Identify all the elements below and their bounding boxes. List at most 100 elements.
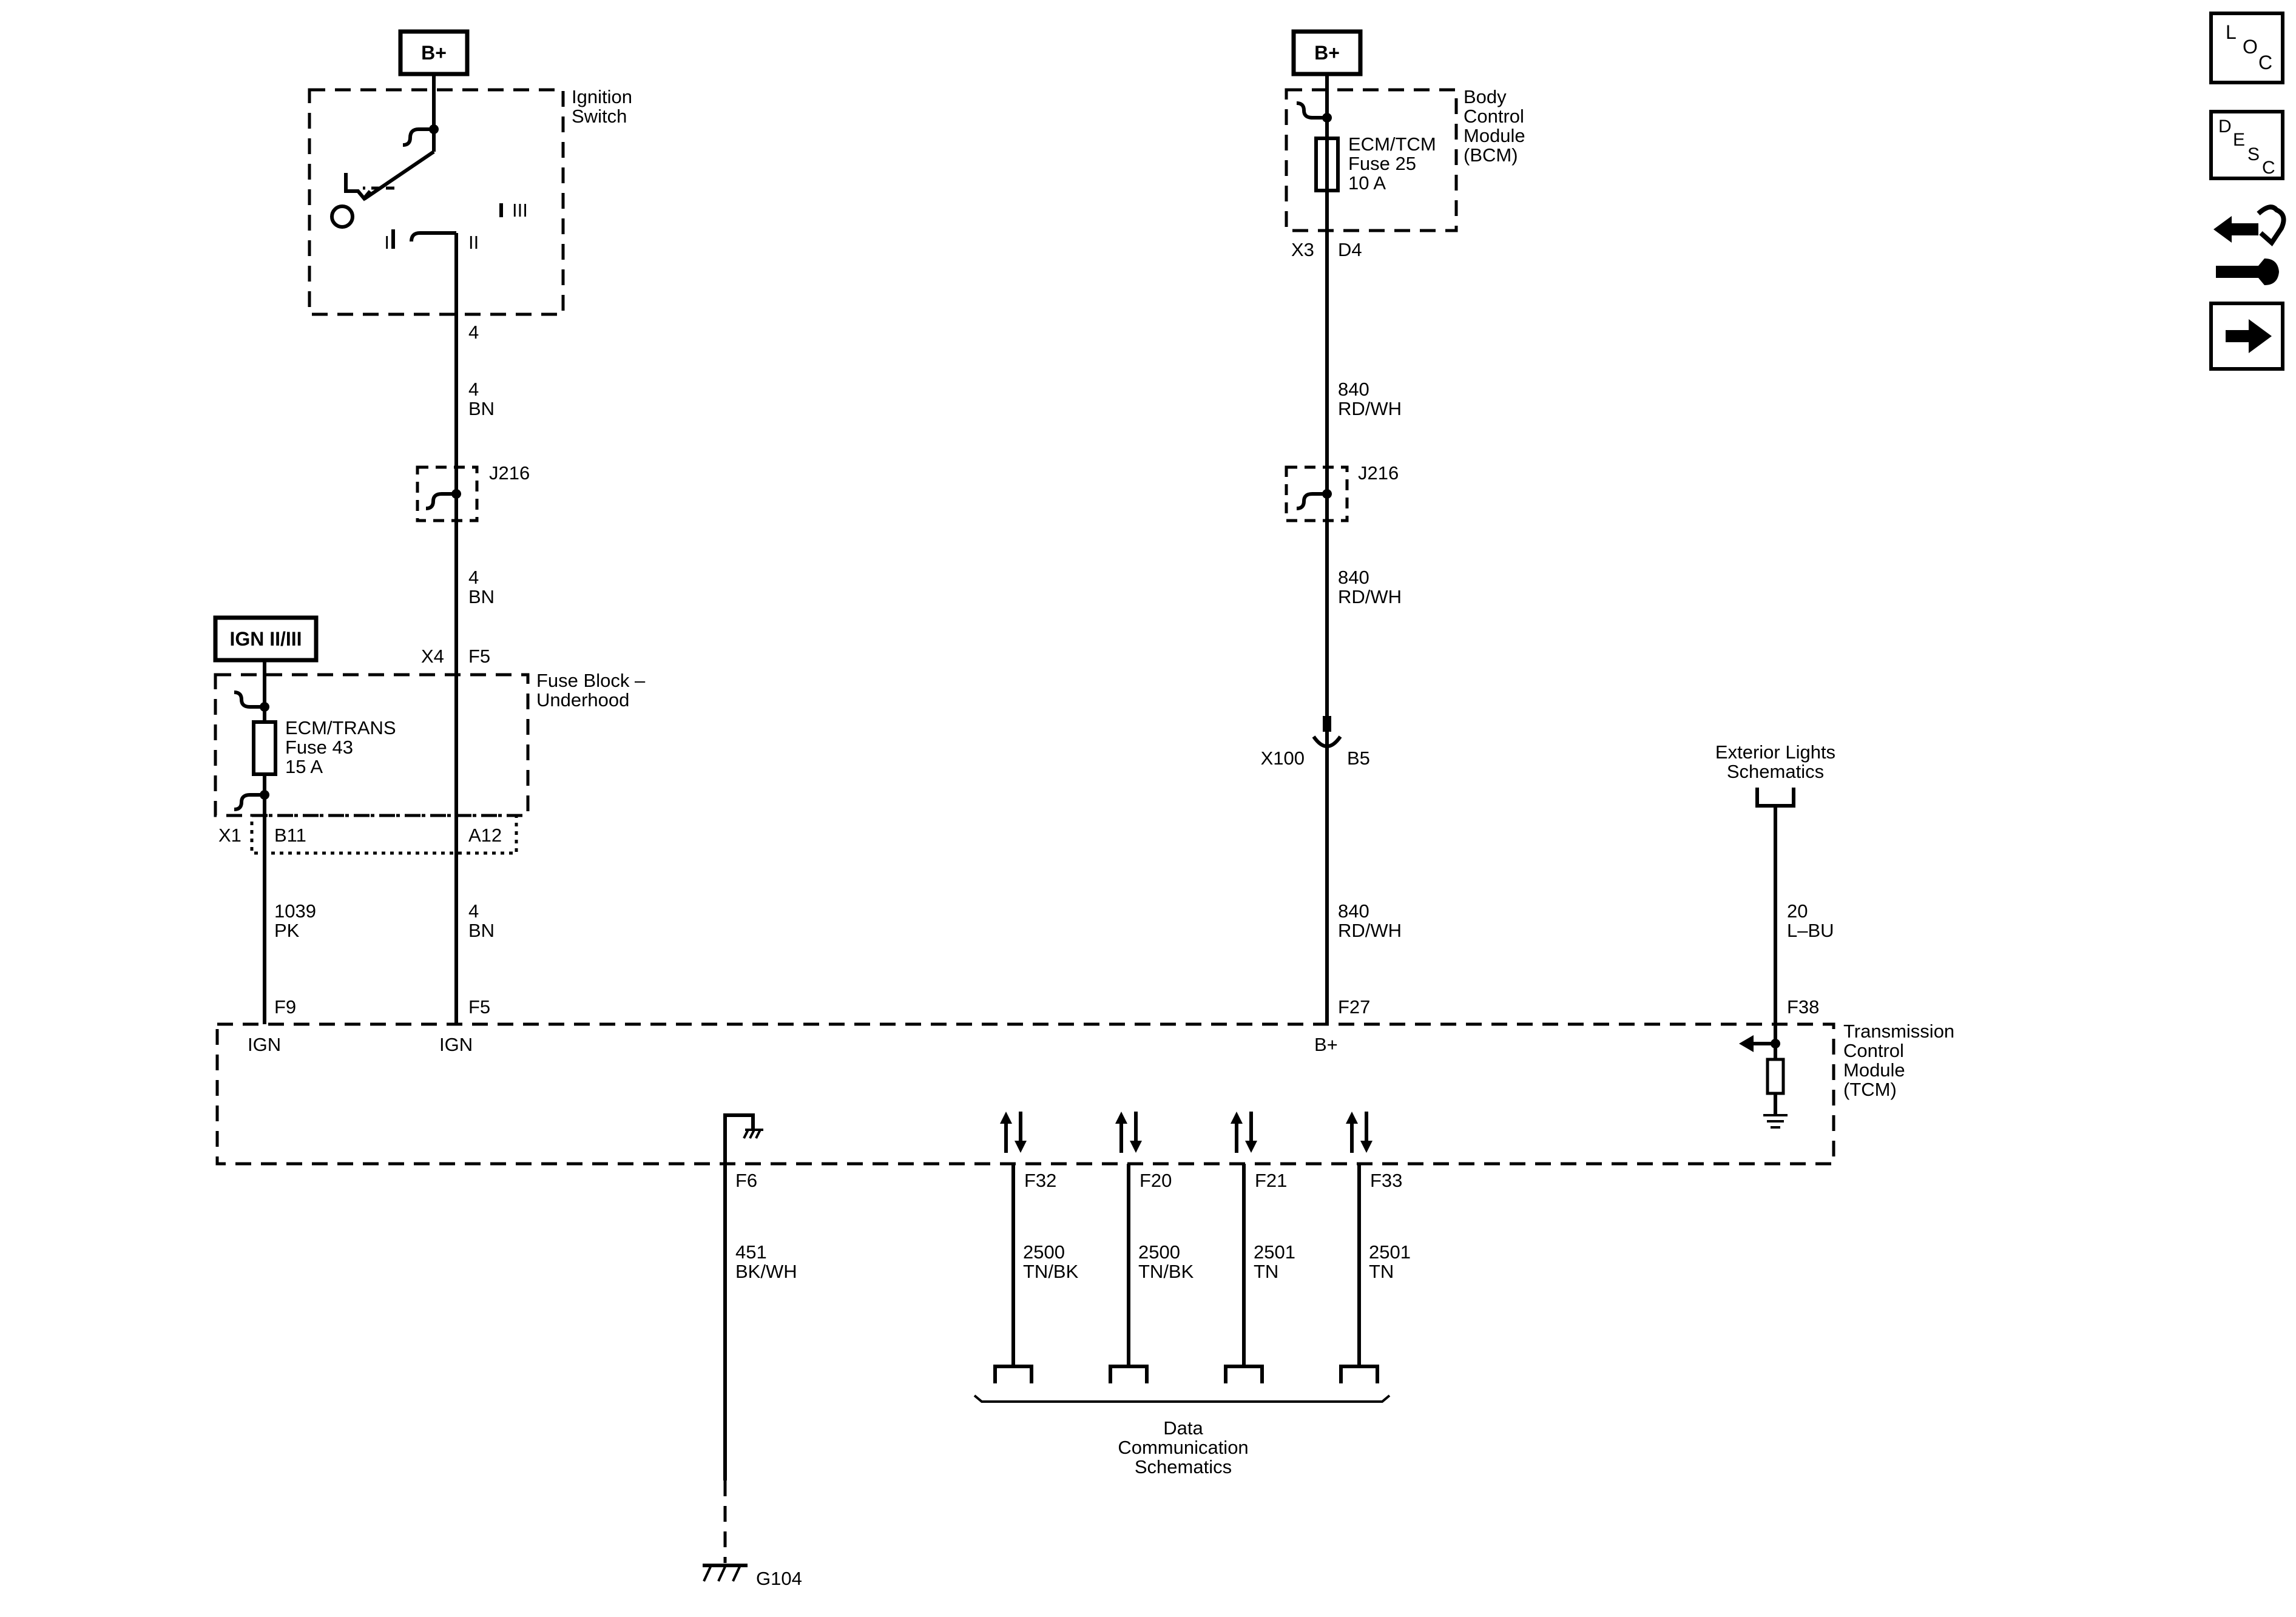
- svg-text:840: 840: [1338, 379, 1369, 400]
- svg-text:2501: 2501: [1369, 1241, 1411, 1263]
- svg-text:Data: Data: [1163, 1417, 1203, 1439]
- svg-text:Module: Module: [1843, 1059, 1905, 1081]
- fuse-25: ECM/TCM Fuse 25 10 A: [1296, 101, 1436, 194]
- wire-4-bn-label-b: 4 BN: [468, 567, 495, 607]
- svg-text:III: III: [512, 200, 528, 221]
- svg-text:BN: BN: [468, 398, 495, 419]
- data-comm-bracket: [973, 1394, 1391, 1403]
- tcm-pin-f33: F33: [1370, 1170, 1402, 1191]
- tcm-pin-f32: F32: [1024, 1170, 1056, 1191]
- fuse-block-pin-f5: F5: [468, 646, 490, 667]
- svg-text:L: L: [2226, 21, 2237, 43]
- svg-text:RD/WH: RD/WH: [1338, 398, 1402, 419]
- svg-text:4: 4: [468, 900, 479, 922]
- svg-text:(BCM): (BCM): [1464, 144, 1518, 166]
- svg-text:IGN II/III: IGN II/III: [229, 628, 302, 650]
- svg-text:2501: 2501: [1254, 1241, 1295, 1263]
- wire-4-bn-label-c: 4 BN: [468, 900, 495, 941]
- svg-text:C: C: [2262, 158, 2275, 178]
- connector-wrench-icon[interactable]: [2213, 204, 2286, 285]
- ignition-switch-box: [308, 88, 565, 316]
- svg-text:TN: TN: [1254, 1261, 1278, 1282]
- svg-text:TN: TN: [1369, 1261, 1394, 1282]
- loc-button[interactable]: L O C: [2209, 12, 2284, 84]
- tcm-label-ign-f9: IGN: [248, 1034, 281, 1055]
- data-line-f33: [1339, 1112, 1379, 1383]
- next-arrow-button[interactable]: [2209, 302, 2284, 371]
- svg-text:4: 4: [468, 379, 479, 400]
- wire-1039-pk-label: 1039 PK: [274, 900, 316, 941]
- tcm-pin-f20: F20: [1140, 1170, 1172, 1191]
- svg-text:10 A: 10 A: [1348, 172, 1386, 194]
- svg-text:Body: Body: [1464, 86, 1507, 107]
- svg-text:TN/BK: TN/BK: [1023, 1261, 1079, 1282]
- svg-text:15 A: 15 A: [285, 756, 323, 777]
- svg-text:Transmission: Transmission: [1843, 1021, 1954, 1042]
- tcm-pin-f27: F27: [1338, 996, 1370, 1018]
- svg-text:451: 451: [735, 1241, 767, 1263]
- svg-text:O: O: [2243, 36, 2258, 58]
- svg-text:TN/BK: TN/BK: [1138, 1261, 1194, 1282]
- svg-text:S: S: [2247, 144, 2260, 164]
- data-comm-reference: Data Communication Schematics: [1118, 1417, 1248, 1477]
- wire-840-label-b: 840 RD/WH: [1338, 567, 1402, 607]
- svg-text:II: II: [468, 232, 479, 253]
- svg-text:Control: Control: [1464, 106, 1524, 127]
- svg-text:B+: B+: [421, 42, 447, 64]
- bcm-label: Body Control Module (BCM): [1464, 86, 1525, 166]
- svg-text:20: 20: [1787, 900, 1808, 922]
- data-line-f20: [1109, 1112, 1149, 1383]
- wire-2501-b-label: 2501 TN: [1369, 1241, 1411, 1282]
- svg-text:Exterior Lights: Exterior Lights: [1715, 741, 1835, 763]
- data-line-f21: [1224, 1112, 1264, 1383]
- svg-text:BN: BN: [468, 586, 495, 607]
- svg-text:X100: X100: [1261, 748, 1305, 769]
- wire-840-label-a: 840 RD/WH: [1338, 379, 1402, 419]
- svg-text:Ignition: Ignition: [572, 86, 632, 107]
- ign-label: IGN II/III: [213, 615, 319, 663]
- svg-text:C: C: [2258, 52, 2272, 73]
- svg-text:J216: J216: [489, 462, 530, 484]
- tcm-label-ign-f5: IGN: [439, 1034, 473, 1055]
- wire-20-l-bu-label: 20 L–BU: [1787, 900, 1834, 941]
- data-comm-wires: [993, 1112, 1379, 1383]
- svg-text:Fuse 43: Fuse 43: [285, 737, 353, 758]
- svg-text:E: E: [2233, 130, 2245, 150]
- svg-text:I: I: [384, 232, 390, 253]
- tcm-pin-f6: F6: [735, 1170, 757, 1191]
- tcm-pin-f21: F21: [1255, 1170, 1287, 1191]
- svg-text:ECM/TCM: ECM/TCM: [1348, 133, 1436, 155]
- svg-text:Switch: Switch: [572, 106, 627, 127]
- svg-text:RD/WH: RD/WH: [1338, 920, 1402, 941]
- wire-451-label: 451 BK/WH: [735, 1241, 797, 1282]
- tcm-label-b-plus: B+: [1314, 1034, 1338, 1055]
- tcm-label: Transmission Control Module (TCM): [1843, 1021, 1954, 1100]
- wire-2501-a-label: 2501 TN: [1254, 1241, 1295, 1282]
- svg-text:Fuse 25: Fuse 25: [1348, 153, 1416, 174]
- splice-j216-left: J216: [416, 462, 530, 522]
- ignition-switch-symbol: I II III: [330, 74, 528, 253]
- svg-text:J216: J216: [1358, 462, 1399, 484]
- splice-j216-right: J216: [1285, 462, 1399, 522]
- ignition-switch-label: Ignition Switch: [572, 86, 632, 127]
- bcm-conn-x3: X3: [1291, 239, 1314, 260]
- svg-text:BN: BN: [468, 920, 495, 941]
- wire-4-bn-label-a: 4 BN: [468, 379, 495, 419]
- ground-g104: G104: [703, 1564, 802, 1589]
- svg-text:G104: G104: [756, 1568, 802, 1589]
- ignition-switch-pin: 4: [468, 322, 479, 343]
- bcm-pin-d4: D4: [1338, 239, 1362, 260]
- fuse-block-pin-b11: B11: [274, 825, 306, 846]
- tcm-input-symbol: [1739, 1035, 1788, 1129]
- svg-text:ECM/TRANS: ECM/TRANS: [285, 717, 396, 738]
- b-plus-label-left: B+: [398, 29, 470, 76]
- data-line-f32: [993, 1112, 1033, 1383]
- svg-text:1039: 1039: [274, 900, 316, 922]
- svg-text:Communication: Communication: [1118, 1437, 1248, 1458]
- b-plus-label-right: B+: [1291, 29, 1363, 76]
- bcm-box: [1285, 88, 1458, 232]
- svg-text:Schematics: Schematics: [1727, 761, 1824, 782]
- svg-text:840: 840: [1338, 567, 1369, 588]
- desc-button[interactable]: D E S C: [2209, 110, 2284, 180]
- wire-2500-a-label: 2500 TN/BK: [1023, 1241, 1079, 1282]
